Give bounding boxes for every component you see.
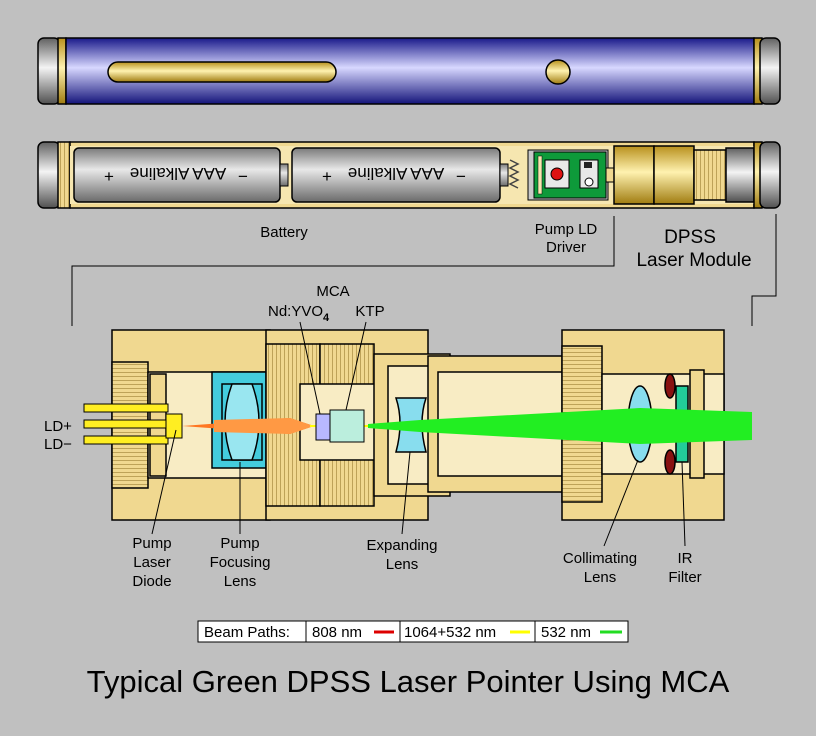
expansion-bracket [71,214,777,326]
pump-laser-diode-label-2: Laser [133,554,171,571]
expanding-lens-label-2: Lens [386,556,419,573]
battery-plus-2: + [322,167,332,186]
pump-ld-driver-label-2: Driver [546,239,586,256]
pump-laser-diode-label-1: Pump [132,535,171,552]
dpss-label-1: DPSS [664,227,716,248]
pump-laser-diode-label-3: Diode [132,573,171,590]
pointer-exterior [37,37,781,105]
legend-label-808: 808 nm [312,624,362,641]
ktp-label: KTP [355,303,384,320]
ktp-crystal [329,409,365,443]
ld-plus-label: LD+ [44,418,72,435]
battery-spring [508,159,520,189]
legend-label-1064-532: 1064+532 nm [404,624,496,641]
battery-text-2: AAA Alkaline [348,164,444,183]
battery-cell-2: + AAA Alkaline − [291,147,509,203]
ndyvo4-crystal [315,413,331,441]
collimating-lens-label-1: Collimating [563,550,637,567]
bottom-labels: Pump Laser Diode Pump Focusing Lens Expa… [132,535,701,590]
battery-cell-1: + AAA Alkaline − [73,147,289,203]
ir-filter-label-2: Filter [668,569,701,586]
diagram-title: Typical Green DPSS Laser Pointer Using M… [87,664,730,699]
ndyvo4-label: Nd:YVO4 [268,303,330,324]
pump-focusing-lens-label-1: Pump [220,535,259,552]
beam-532nm [368,408,752,444]
battery-plus-1: + [104,167,114,186]
beam-legend: Beam Paths: 808 nm 1064+532 nm 532 nm [197,620,629,643]
laser-diode-pins [83,403,183,445]
ir-filter-label-1: IR [678,550,693,567]
battery-text-1: AAA Alkaline [130,164,226,183]
dpss-label-2: Laser Module [636,250,751,271]
mca-label: MCA [316,283,349,300]
pump-ld-driver-board [527,149,609,201]
pump-focusing-lens-label-3: Lens [224,573,257,590]
pump-ld-driver-label-1: Pump LD [535,221,598,238]
top-leader-lines [299,321,367,415]
bottom-leader-lines [151,429,686,547]
dpss-module-outline [613,145,755,205]
legend-label-532: 532 nm [541,624,591,641]
battery-minus-1: − [238,167,248,186]
ld-minus-label: LD− [44,436,72,453]
pocket-clip [107,61,337,83]
collimating-lens-label-2: Lens [584,569,617,586]
legend-heading: Beam Paths: [204,624,290,641]
pointer-cutaway: + AAA Alkaline − + AAA Alkaline − [37,141,781,209]
power-button [545,59,571,85]
expanding-lens-label-1: Expanding [367,537,438,554]
battery-minus-2: − [456,167,466,186]
battery-label: Battery [260,224,308,241]
pump-focusing-lens-label-2: Focusing [210,554,271,571]
